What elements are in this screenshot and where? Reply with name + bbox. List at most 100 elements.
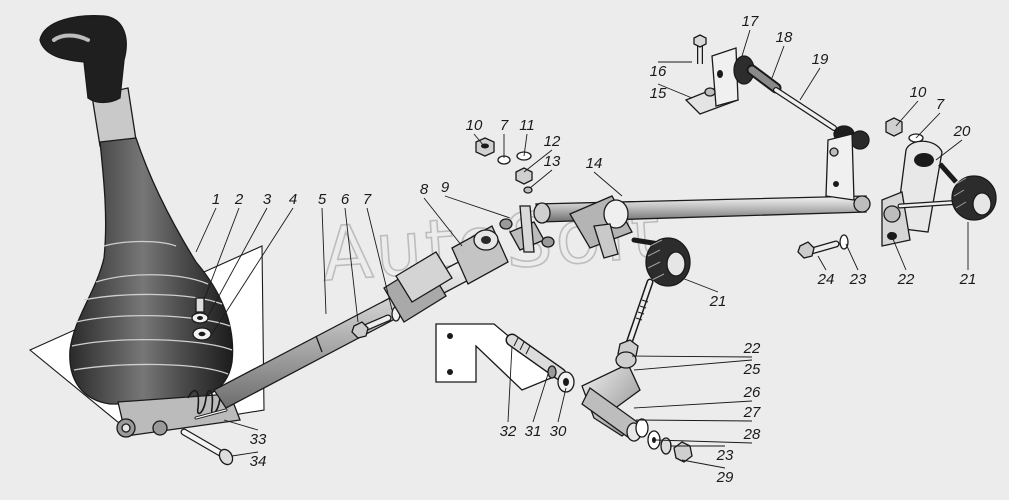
- right-top-fasteners: [885, 117, 924, 143]
- leader-c24: [817, 255, 827, 271]
- callout-4: 4: [289, 191, 297, 208]
- support-bracket: [435, 323, 558, 391]
- callout-14: 14: [586, 155, 603, 172]
- callout-3: 3: [263, 191, 272, 208]
- callout-2: 2: [234, 191, 244, 208]
- lower-lever: [581, 351, 642, 442]
- upper-bracket: [684, 34, 740, 115]
- leader-c21a: [681, 277, 719, 293]
- callout-34: 34: [250, 453, 267, 470]
- callout-21: 21: [709, 293, 727, 310]
- ball-joint-center: [631, 237, 691, 287]
- rod-clamp: [383, 251, 453, 323]
- callout-27: 27: [743, 404, 761, 421]
- callout-1: 1: [212, 191, 220, 208]
- leader-c4: [211, 207, 294, 335]
- cotter-pin: [194, 408, 228, 420]
- leader-c26: [633, 400, 753, 409]
- callout-21: 21: [959, 271, 977, 288]
- leader-c22a: [889, 231, 907, 271]
- lower-fasteners: [635, 418, 693, 463]
- callout-24: 24: [817, 271, 835, 288]
- leader-c7a: [366, 207, 393, 311]
- leader-c32: [507, 345, 513, 423]
- callout-13: 13: [544, 153, 561, 170]
- leader-lines: [195, 29, 969, 469]
- relay-lever: [881, 140, 943, 247]
- leader-c10a: [473, 133, 485, 147]
- callout-5: 5: [318, 191, 327, 208]
- leader-c22b: [631, 355, 753, 358]
- leader-c31: [532, 373, 549, 423]
- leader-c18: [771, 45, 785, 79]
- side-bolt: [797, 234, 849, 259]
- leader-c3: [207, 207, 268, 317]
- clevis-pin: [180, 428, 234, 466]
- leader-c11: [523, 133, 528, 157]
- callout-29: 29: [716, 469, 734, 486]
- shift-lever: [39, 14, 137, 147]
- boot-fasteners: [191, 297, 212, 341]
- callout-22: 22: [897, 271, 915, 288]
- leader-c34: [231, 451, 259, 457]
- leader-c17: [741, 29, 751, 57]
- callout-7: 7: [936, 96, 945, 113]
- callout-23: 23: [849, 271, 867, 288]
- callout-12: 12: [544, 133, 561, 150]
- callout-6: 6: [341, 191, 350, 208]
- callout-25: 25: [743, 361, 761, 378]
- u-joint-cross: [499, 205, 555, 253]
- u-joint-yoke: [451, 225, 509, 285]
- callout-10: 10: [910, 84, 927, 101]
- callout-30: 30: [550, 423, 567, 440]
- leader-c8: [423, 197, 463, 247]
- callout-22: 22: [743, 340, 761, 357]
- callout-7: 7: [363, 191, 372, 208]
- callout-32: 32: [500, 423, 517, 440]
- leader-c23a: [845, 243, 859, 271]
- leader-c13: [529, 169, 553, 189]
- clamp-bolt: [351, 306, 401, 339]
- leader-c5: [321, 207, 327, 315]
- callout-26: 26: [743, 384, 761, 401]
- leader-c14: [593, 171, 623, 197]
- callout-31: 31: [525, 423, 542, 440]
- drop-bracket: [825, 133, 855, 201]
- leader-c28: [655, 439, 753, 444]
- upper-rod: [733, 55, 870, 150]
- callout-17: 17: [742, 13, 759, 30]
- leader-c27: [635, 419, 753, 422]
- callout-7: 7: [500, 117, 509, 134]
- callout-18: 18: [776, 29, 793, 46]
- rod-lever-bracket: [569, 195, 633, 259]
- callout-23: 23: [716, 447, 734, 464]
- leader-c33: [223, 419, 259, 431]
- callout-8: 8: [420, 181, 429, 198]
- callout-10: 10: [466, 117, 483, 134]
- callout-19: 19: [812, 51, 829, 68]
- callout-11: 11: [519, 117, 535, 134]
- leader-c30: [557, 387, 567, 423]
- callout-20: 20: [953, 123, 971, 140]
- leader-c29: [681, 459, 726, 469]
- callout-28: 28: [743, 426, 761, 443]
- leader-c7c: [915, 112, 941, 139]
- leader-c2: [203, 207, 240, 301]
- leader-c6: [344, 207, 359, 323]
- leader-c15: [657, 83, 693, 99]
- leader-c10b: [895, 100, 919, 127]
- ball-joint-right: [897, 162, 997, 221]
- lever-base: [116, 393, 241, 438]
- callout-15: 15: [650, 85, 667, 102]
- leader-c12: [523, 149, 553, 173]
- leader-c19: [799, 67, 821, 101]
- leader-c25: [633, 359, 753, 371]
- callout-33: 33: [250, 431, 267, 448]
- leader-c20: [935, 139, 963, 161]
- leader-c1: [195, 207, 217, 253]
- callout-16: 16: [650, 63, 667, 80]
- leader-c9: [444, 195, 511, 219]
